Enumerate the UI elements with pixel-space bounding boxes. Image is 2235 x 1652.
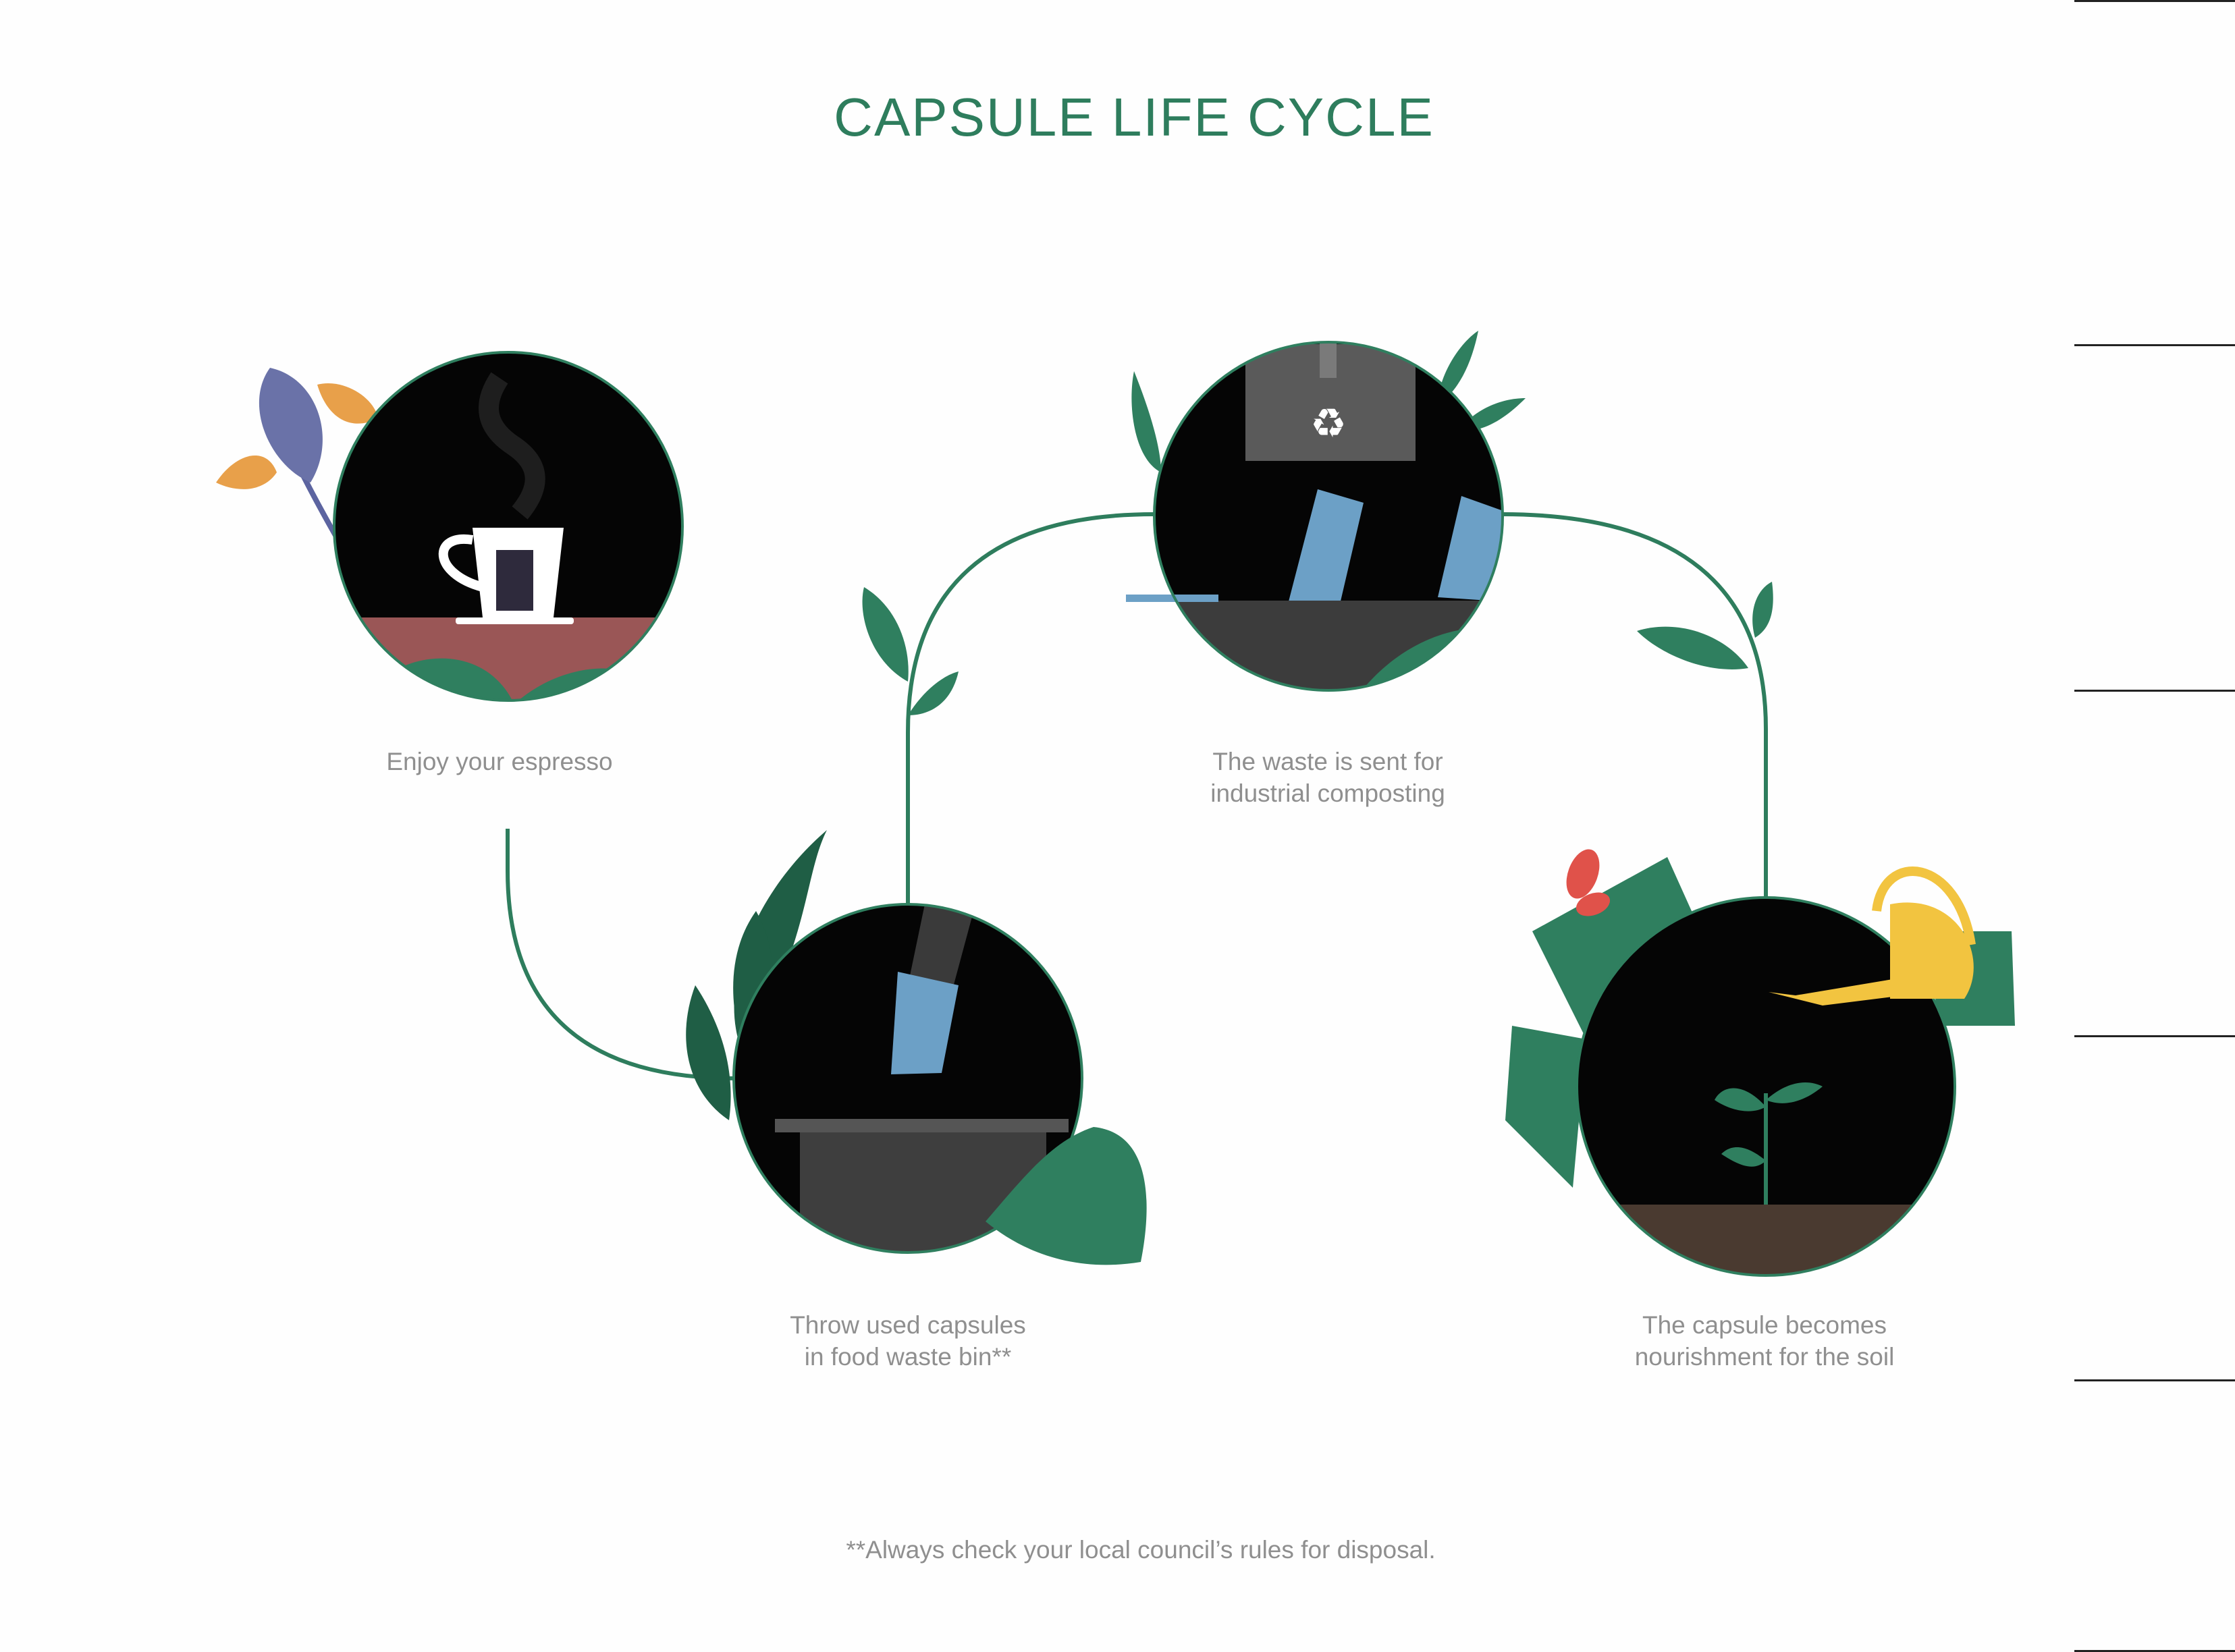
disposal-footnote: **Always check your local council’s rule…	[846, 1536, 1436, 1564]
butterfly-wing	[1566, 849, 1600, 899]
step3-illustration: ♻	[1126, 331, 1526, 692]
soil	[1577, 1205, 1955, 1275]
butterfly-wing	[1576, 892, 1611, 916]
watering-can-body	[1890, 902, 1974, 999]
sprout-leaf	[1766, 1082, 1823, 1103]
page-title: CAPSULE LIFE CYCLE	[834, 87, 1434, 147]
dark-leaf	[686, 985, 731, 1120]
watering-can-handle	[1872, 866, 1976, 946]
sprout-leaf	[1721, 1147, 1766, 1167]
recycle-icon: ♻	[1310, 400, 1347, 447]
leaf	[1438, 331, 1478, 405]
bin-lid	[775, 1119, 1069, 1132]
monstera-leaf	[986, 1127, 1147, 1265]
watering-can-spout	[1769, 979, 1904, 1006]
orange-flower	[216, 455, 277, 489]
connector-step1-step2	[506, 829, 736, 1080]
margin-rule	[2074, 1379, 2235, 1381]
butterfly-icon	[1566, 849, 1611, 916]
cup-handle	[438, 534, 484, 592]
margin-rule	[2074, 0, 2235, 2]
purple-leaf	[259, 368, 323, 483]
step1-illustration	[216, 351, 684, 702]
chute	[908, 904, 975, 992]
sprout-leaf	[1715, 1088, 1766, 1111]
step1-circle	[334, 352, 682, 700]
leaf	[1131, 371, 1161, 472]
watering-can-icon	[1769, 866, 1976, 1006]
arc-leaves	[862, 582, 1773, 715]
step2-illustration	[686, 830, 1147, 1265]
margin-rule	[2074, 1650, 2235, 1652]
conveyor-rail	[1126, 595, 1218, 602]
connector-step3-step4	[1501, 512, 1768, 898]
table-surface	[334, 617, 682, 700]
arc-leaf	[908, 671, 959, 715]
orange-flower	[317, 383, 378, 424]
capsule-icon	[1438, 496, 1503, 601]
arc-leaf	[1752, 582, 1773, 638]
capsule-icon	[891, 972, 959, 1074]
margin-rule	[2074, 690, 2235, 692]
capsule-icon	[1288, 489, 1364, 604]
steam	[479, 372, 545, 520]
connector-step2-step3	[906, 512, 1155, 904]
feed-tube	[1320, 342, 1337, 378]
arc-leaf	[1637, 626, 1748, 669]
margin-rule	[2074, 1035, 2235, 1037]
step2-caption: Throw used capsules in food waste bin**	[790, 1311, 1026, 1371]
step4-caption: The capsule becomes nourishment for the …	[1634, 1311, 1895, 1371]
saucer	[456, 617, 574, 624]
step1-caption: Enjoy your espresso	[386, 748, 613, 775]
cycle-connector-paths	[506, 512, 1768, 1080]
step4-illustration	[1505, 849, 2015, 1277]
arc-leaf	[862, 587, 909, 682]
conveyor-floor	[1154, 601, 1503, 690]
espresso-liquid	[496, 550, 533, 611]
margin-rule	[2074, 344, 2235, 346]
leaf	[1505, 1026, 1586, 1188]
step3-caption: The waste is sent for industrial compost…	[1210, 748, 1445, 807]
